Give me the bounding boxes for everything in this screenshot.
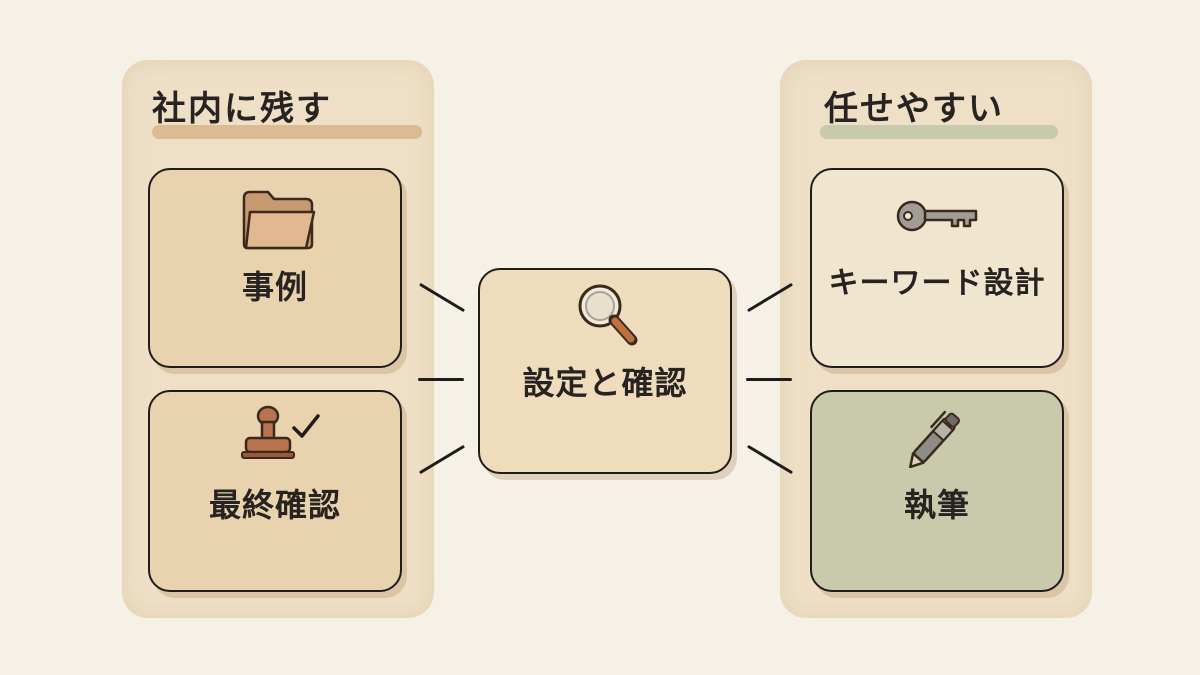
left-title-underline [152,125,422,139]
card-keyword-design: キーワード設計 [810,168,1064,368]
folder-icon [242,190,316,250]
left-column-title: 社内に残す [152,89,332,129]
card-label: 最終確認 [208,486,341,524]
card-label: 事例 [241,268,308,306]
connector-line [746,378,792,381]
card-final-check: 最終確認 [148,390,402,592]
right-title-underline [820,125,1058,139]
card-case-studies: 事例 [148,168,402,368]
card-label: キーワード設計 [828,266,1046,301]
card-settings-and-check: 設定と確認 [478,268,732,474]
key-icon [896,200,978,232]
magnifier-icon [578,284,638,346]
stamp-check-icon [241,405,320,459]
pen-icon [908,410,960,468]
connector-line [418,378,464,381]
right-column-title: 任せやすい [824,89,1004,129]
card-label: 執筆 [903,486,970,524]
card-label: 設定と確認 [522,364,688,402]
card-writing: 執筆 [810,390,1064,592]
